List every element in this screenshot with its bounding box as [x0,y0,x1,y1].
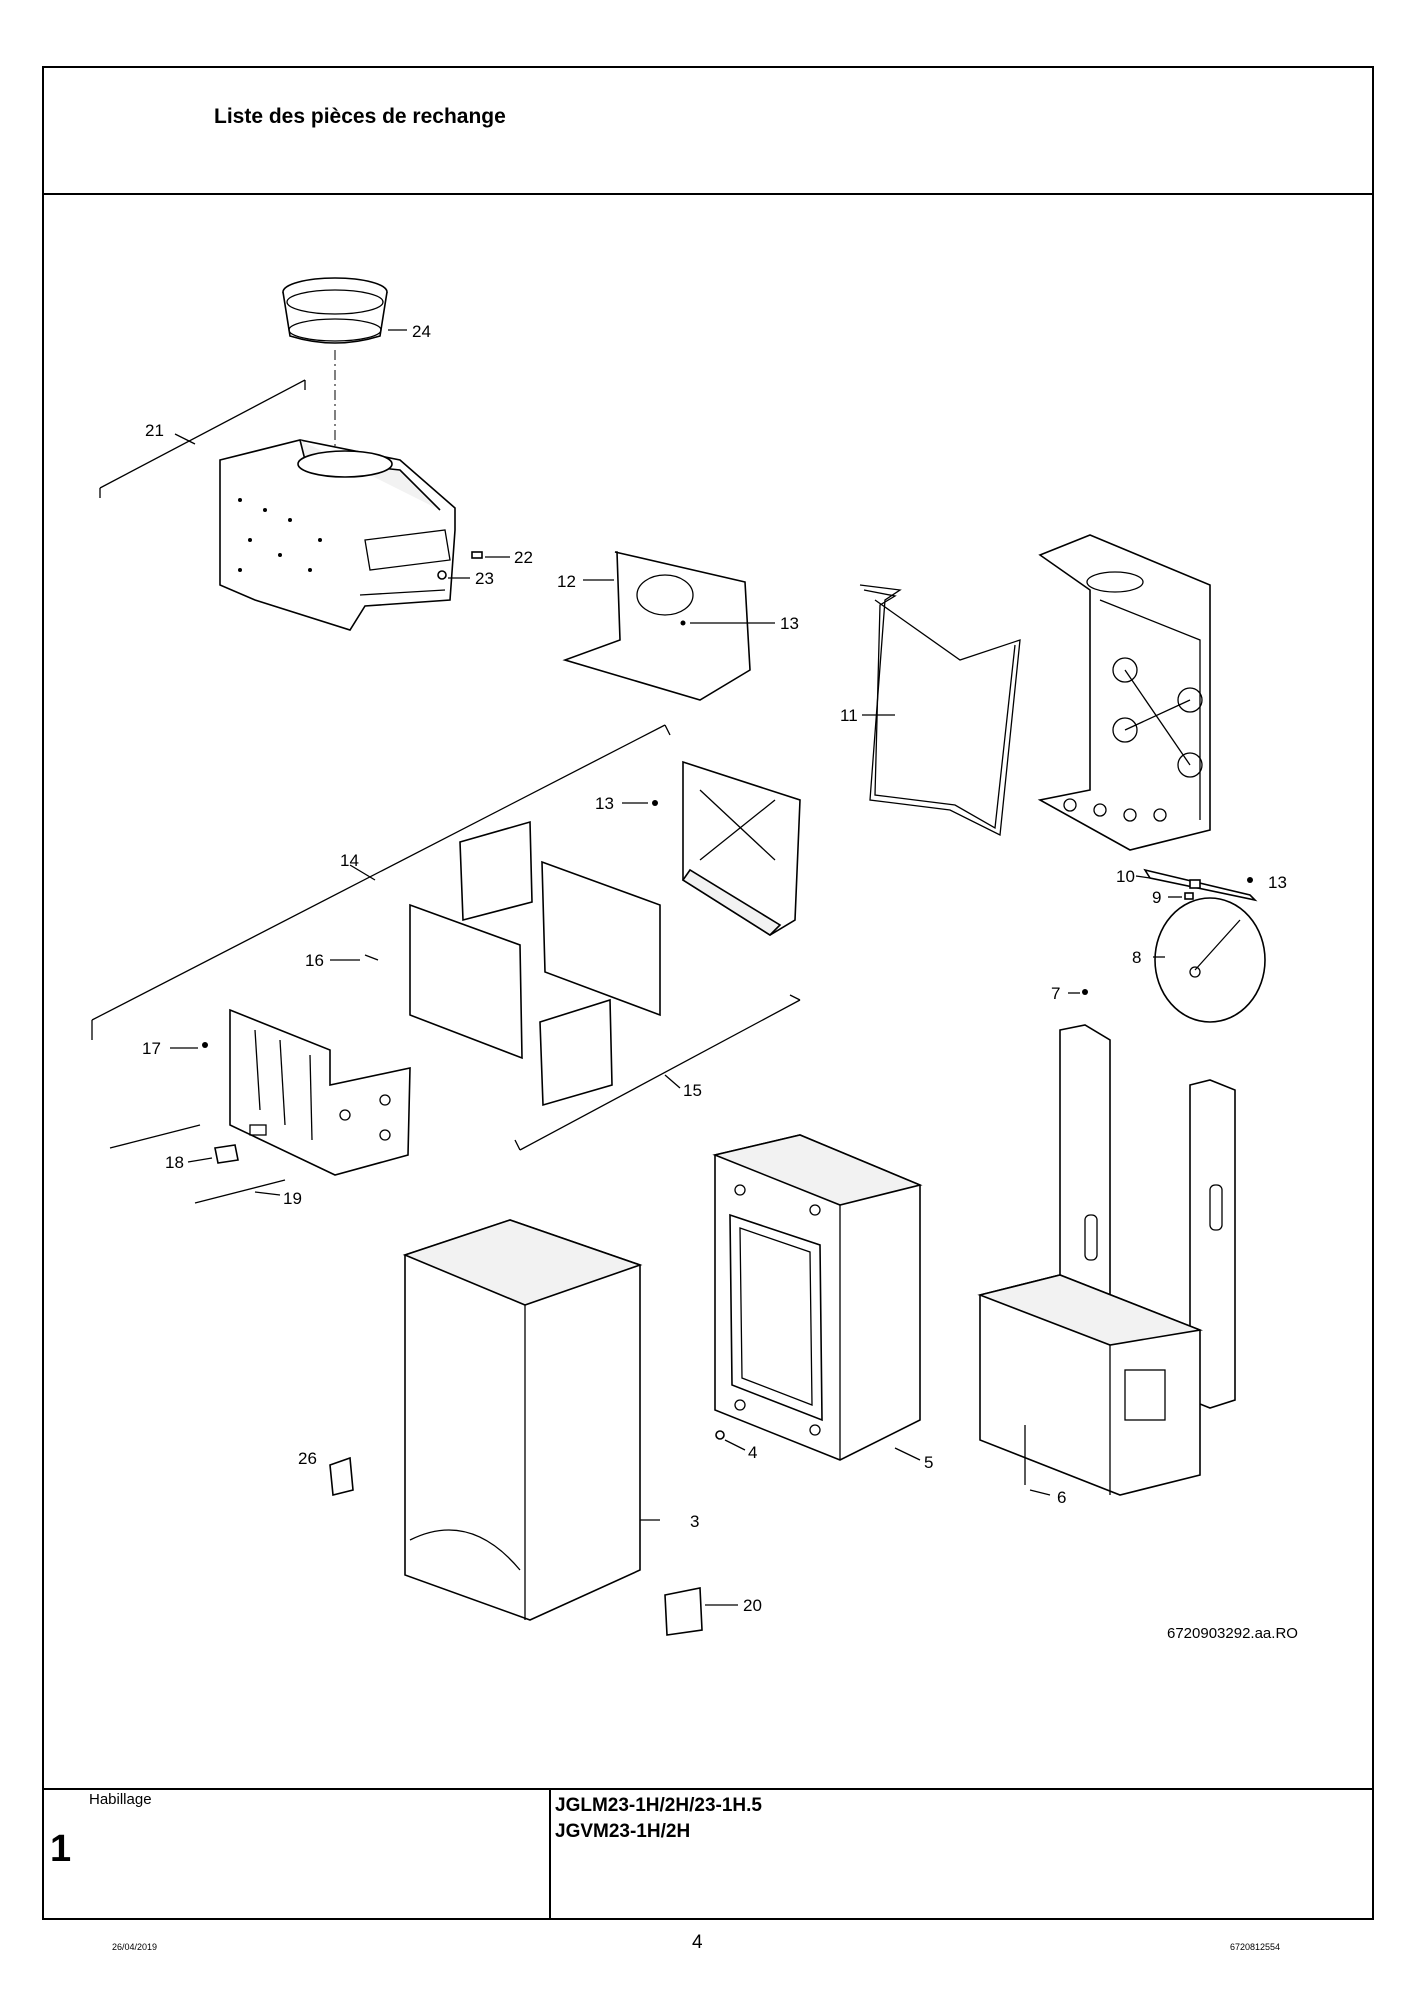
model-line-1: JGLM23-1H/2H/23-1H.5 [555,1795,762,1816]
callout-8: 8 [1132,948,1141,967]
callout-10: 10 [1116,867,1135,886]
section-number: 1 [50,1828,72,1870]
callout-12: 12 [557,572,576,591]
part-6-chassis [977,1024,1236,1496]
group-15-bracket-line [514,994,801,1151]
part-9-clip [1168,892,1194,900]
part-4-screw [715,1430,746,1451]
part-chamber-plate-back [681,760,801,937]
part-21-fan-hood [99,379,456,631]
part-7-screw [1068,989,1088,995]
callout-16: 16 [305,951,324,970]
part-20-label [664,1587,738,1636]
part-chamber-plate-2 [541,860,661,1017]
section-label: Habillage [89,1791,152,1808]
callout-18: 18 [165,1153,184,1172]
part-13-screw-mid [622,800,658,806]
part-chamber-plate-3 [409,903,523,1060]
part-26-label [329,1456,354,1497]
part-5-front-casing [712,1134,923,1461]
callout-11: 11 [840,706,858,725]
part-19-rod [194,1179,286,1204]
footer-column-divider [549,1788,551,1918]
callout-24: 24 [412,322,431,341]
page-title: Liste des pièces de rechange [214,105,506,128]
part-23-screw [437,570,470,580]
callout-13-top: 13 [780,614,799,633]
footer-divider [44,1788,1372,1790]
callout-13-mid: 13 [595,794,614,813]
callout-labels: 24 21 22 23 12 13 11 13 14 10 13 9 16 8 … [142,322,1298,1642]
callout-15: 15 [683,1081,702,1100]
part-10-strip [1135,868,1258,902]
part-8-expansion-vessel [1153,897,1266,1023]
part-3-outer-casing [402,1219,660,1621]
part-17-side-panel [170,1008,411,1176]
part-chamber-plate-1 [459,820,533,922]
print-date: 26/04/2019 [112,1942,158,1952]
part-16-pin [330,954,379,961]
callout-5: 5 [924,1453,933,1472]
callout-3: 3 [690,1512,699,1531]
part-11-seal-frame [859,584,1021,837]
callout-4: 4 [748,1443,757,1462]
callout-6: 6 [1057,1488,1066,1507]
group-14-bracket-line [91,724,671,1040]
part-18-rod [109,1124,239,1164]
callout-19: 19 [283,1189,302,1208]
callout-20: 20 [743,1596,762,1615]
part-chamber-plate-4 [539,998,613,1107]
part-13-screw-right [1247,877,1253,883]
callout-26: 26 [298,1449,317,1468]
callout-14: 14 [340,851,359,870]
callout-21: 21 [145,421,164,440]
part-24-flue-ring [282,277,407,470]
callout-22: 22 [514,548,533,567]
figure-reference: 6720903292.aa.RO [1167,1625,1298,1642]
callout-9: 9 [1152,888,1161,907]
callout-17: 17 [142,1039,161,1058]
part-rear-frame [1037,534,1211,851]
document-id: 6720812554 [1230,1942,1281,1952]
page-frame: Liste des pièces de rechange Habillage 1… [42,66,1374,1920]
model-line-2: JGVM23-1H/2H [555,1821,691,1842]
part-22-screw [471,551,510,559]
callout-23: 23 [475,569,494,588]
callout-7: 7 [1051,984,1060,1003]
header-divider [44,193,1372,195]
page-number: 4 [692,1932,703,1953]
callout-13-right: 13 [1268,873,1287,892]
part-12-bracket [562,551,775,701]
